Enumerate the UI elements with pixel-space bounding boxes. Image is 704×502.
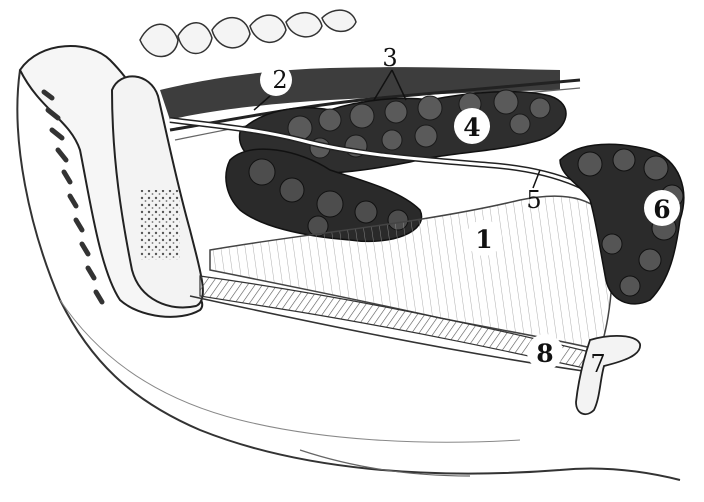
label-5: 5 [526,186,541,214]
label-6: 6 [653,195,670,224]
label-4: 4 [463,113,480,142]
incisor-pulp [140,190,180,260]
label-2: 2 [272,66,287,94]
label-8: 8 [536,339,553,368]
label-7: 7 [590,350,605,378]
label-1: 1 [475,225,492,254]
label-3: 3 [382,44,397,72]
